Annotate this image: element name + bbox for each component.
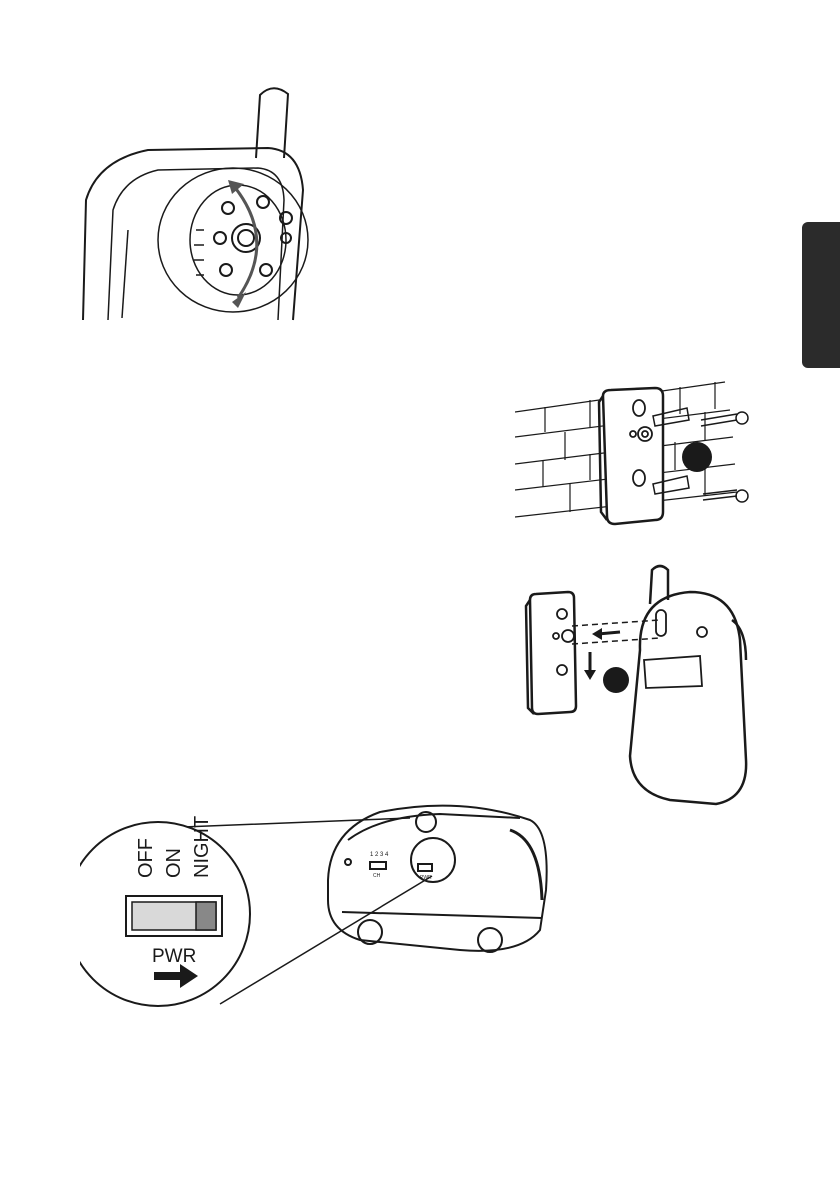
section-tab [802, 222, 840, 368]
channel-label: CH [373, 873, 381, 879]
step-marker-dot [682, 442, 712, 472]
switch-label-night: NIGHT [191, 816, 213, 878]
pwr-label-small: PWR [420, 875, 432, 881]
camera-mount-illustration [520, 560, 760, 812]
channel-numbers: 1 2 3 4 [370, 852, 389, 858]
camera-lens-tilt-illustration [78, 80, 318, 325]
switch-label-off: OFF [135, 838, 157, 878]
power-switch-illustration: 1 2 3 4 CH PWR OFF ON NIGHT PWR [80, 800, 560, 1010]
wall-bracket-illustration [515, 372, 755, 537]
power-switch-knob[interactable] [196, 902, 216, 930]
switch-label-on: ON [163, 848, 185, 878]
pwr-label: PWR [152, 946, 196, 967]
step-marker-dot [603, 667, 629, 693]
